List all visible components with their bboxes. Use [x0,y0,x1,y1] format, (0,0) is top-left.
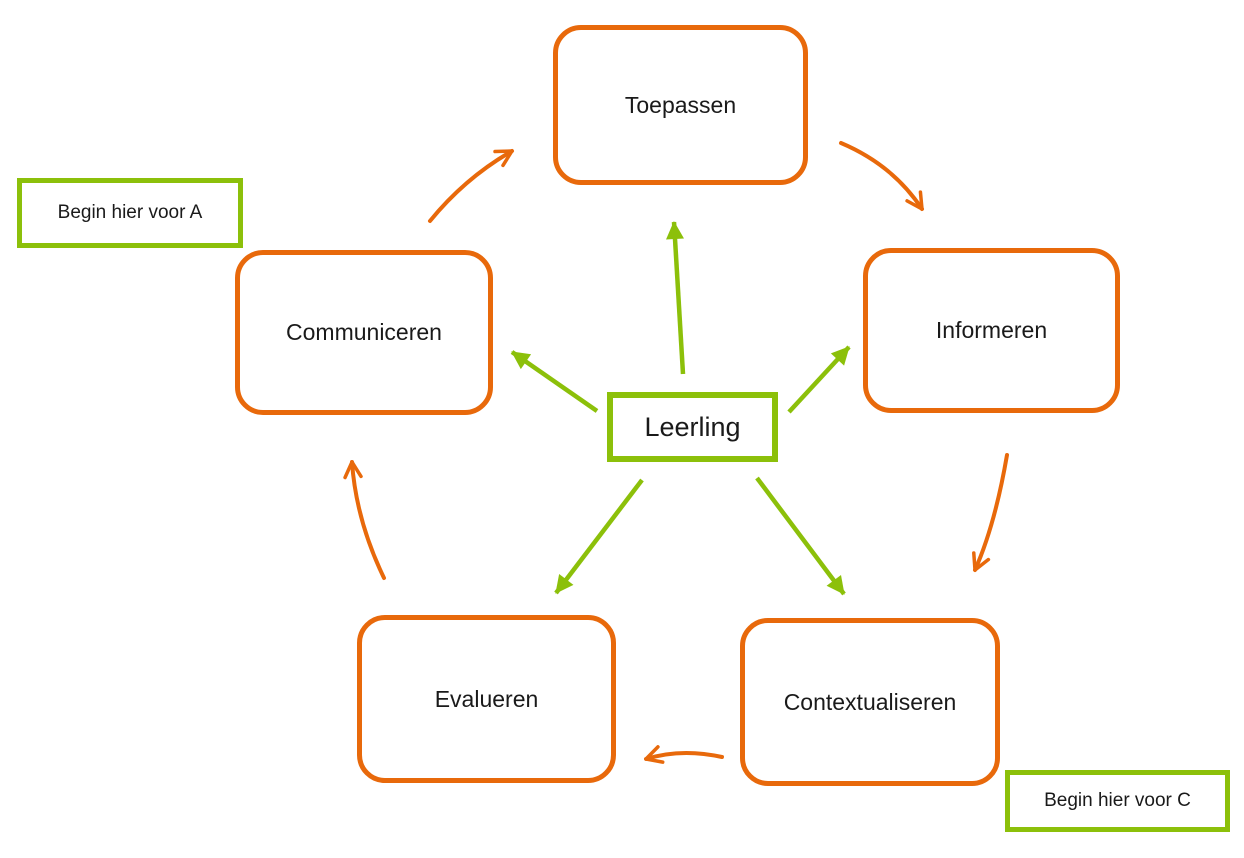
spoke-leerling-to-contextualiseren [755,476,846,596]
node-communiceren-label: Communiceren [286,319,442,345]
spoke-leerling-to-toepassen [666,221,686,375]
hint-begin-voor-c: Begin hier voor C [1005,770,1230,832]
spoke-leerling-to-evalueren [554,478,644,595]
spoke-leerling-to-informeren [787,345,851,414]
spoke-leerling-to-communiceren [510,350,599,413]
arrow-contextualiseren-to-evalueren [644,745,724,764]
hint-begin-voor-a: Begin hier voor A [17,178,243,248]
node-leerling-label: Leerling [644,411,741,442]
arrow-informeren-to-contextualiseren [972,453,1009,572]
node-evalueren: Evalueren [357,615,616,783]
arrow-communiceren-to-toepassen [428,149,514,223]
node-toepassen: Toepassen [553,25,808,185]
node-evalueren-label: Evalueren [434,685,539,712]
node-leerling: Leerling [607,392,778,462]
hint-begin-voor-c-label: Begin hier voor C [1044,790,1191,811]
arrow-evalueren-to-communiceren [343,460,386,580]
node-informeren-label: Informeren [935,317,1048,343]
arrow-toepassen-to-informeren [839,141,924,211]
node-contextualiseren-label: Contextualiseren [783,688,957,715]
hint-begin-voor-a-label: Begin hier voor A [57,202,203,223]
node-toepassen-label: Toepassen [624,91,737,118]
node-informeren: Informeren [863,248,1120,413]
node-contextualiseren: Contextualiseren [740,618,1000,786]
node-communiceren: Communiceren [235,250,493,415]
